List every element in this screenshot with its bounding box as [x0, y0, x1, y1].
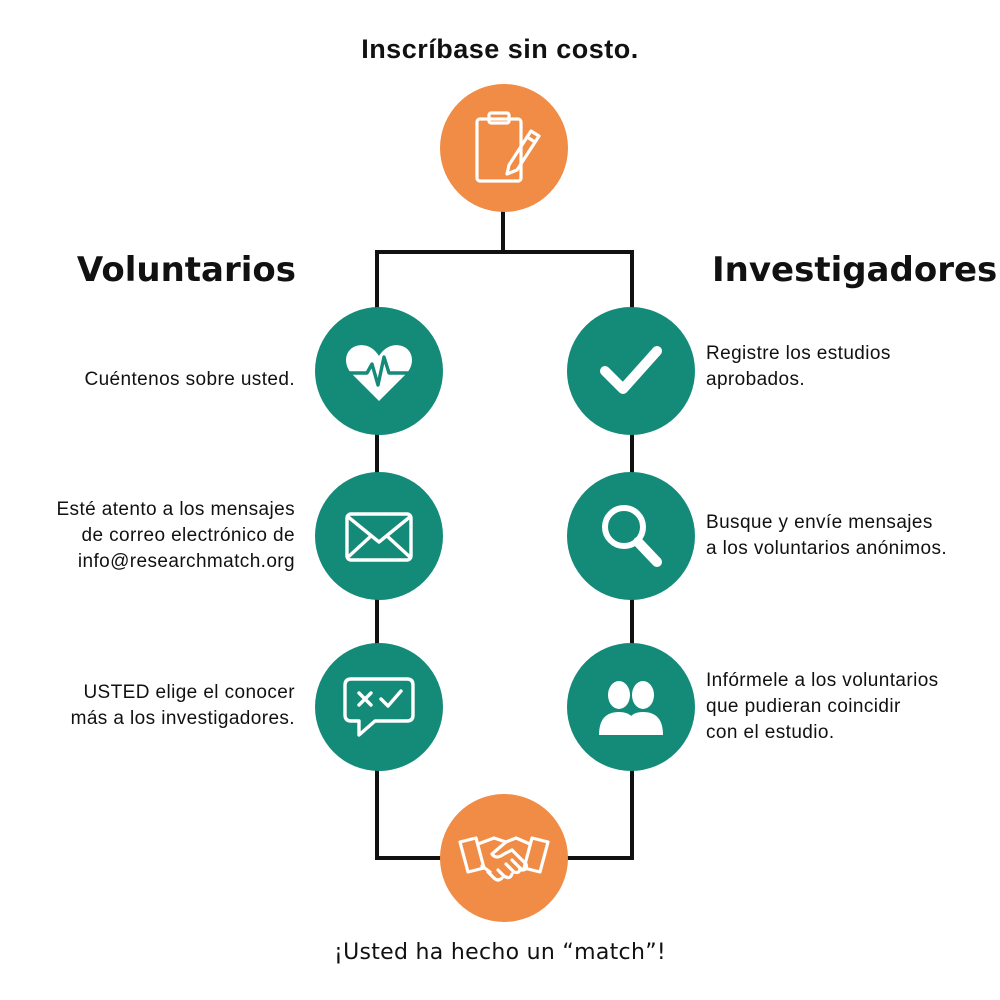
volunteer-step-2-circle — [315, 472, 443, 600]
match-caption: ¡Usted ha hecho un “match”! — [333, 940, 667, 965]
magnifier-icon — [602, 505, 662, 567]
researcher-step-2-text: Busque y envíe mensajes a los voluntario… — [706, 512, 948, 559]
signup-circle — [440, 84, 568, 212]
researcher-step-3-circle — [567, 643, 695, 771]
researcher-step-1-text: Registre los estudios aprobados. — [706, 343, 891, 390]
envelope-icon — [345, 512, 413, 562]
clipboard-pencil-icon — [475, 111, 541, 183]
volunteer-step-2-text: Esté atento a los mensajes de correo ele… — [56, 499, 295, 572]
volunteers-heading: Voluntarios — [76, 250, 296, 290]
volunteer-step-1-circle — [315, 307, 443, 435]
handshake-icon — [458, 836, 550, 882]
researcher-step-3-text: Infórmele a los voluntarios que pudieran… — [706, 670, 939, 743]
volunteer-step-3-text: USTED elige el conocer más a los investi… — [70, 682, 295, 729]
checkmark-icon — [600, 346, 662, 394]
chat-bubble-x-check-icon — [343, 677, 415, 737]
match-circle — [440, 794, 568, 922]
page-title: Inscríbase sin costo. — [361, 34, 639, 64]
heart-pulse-icon — [343, 345, 415, 401]
researcher-step-1-circle — [567, 307, 695, 435]
researcher-step-2-circle — [567, 472, 695, 600]
volunteer-step-1-text: Cuéntenos sobre usted. — [84, 369, 295, 390]
researchers-heading: Investigadores — [712, 250, 998, 290]
volunteer-step-3-circle — [315, 643, 443, 771]
people-icon — [599, 681, 663, 735]
